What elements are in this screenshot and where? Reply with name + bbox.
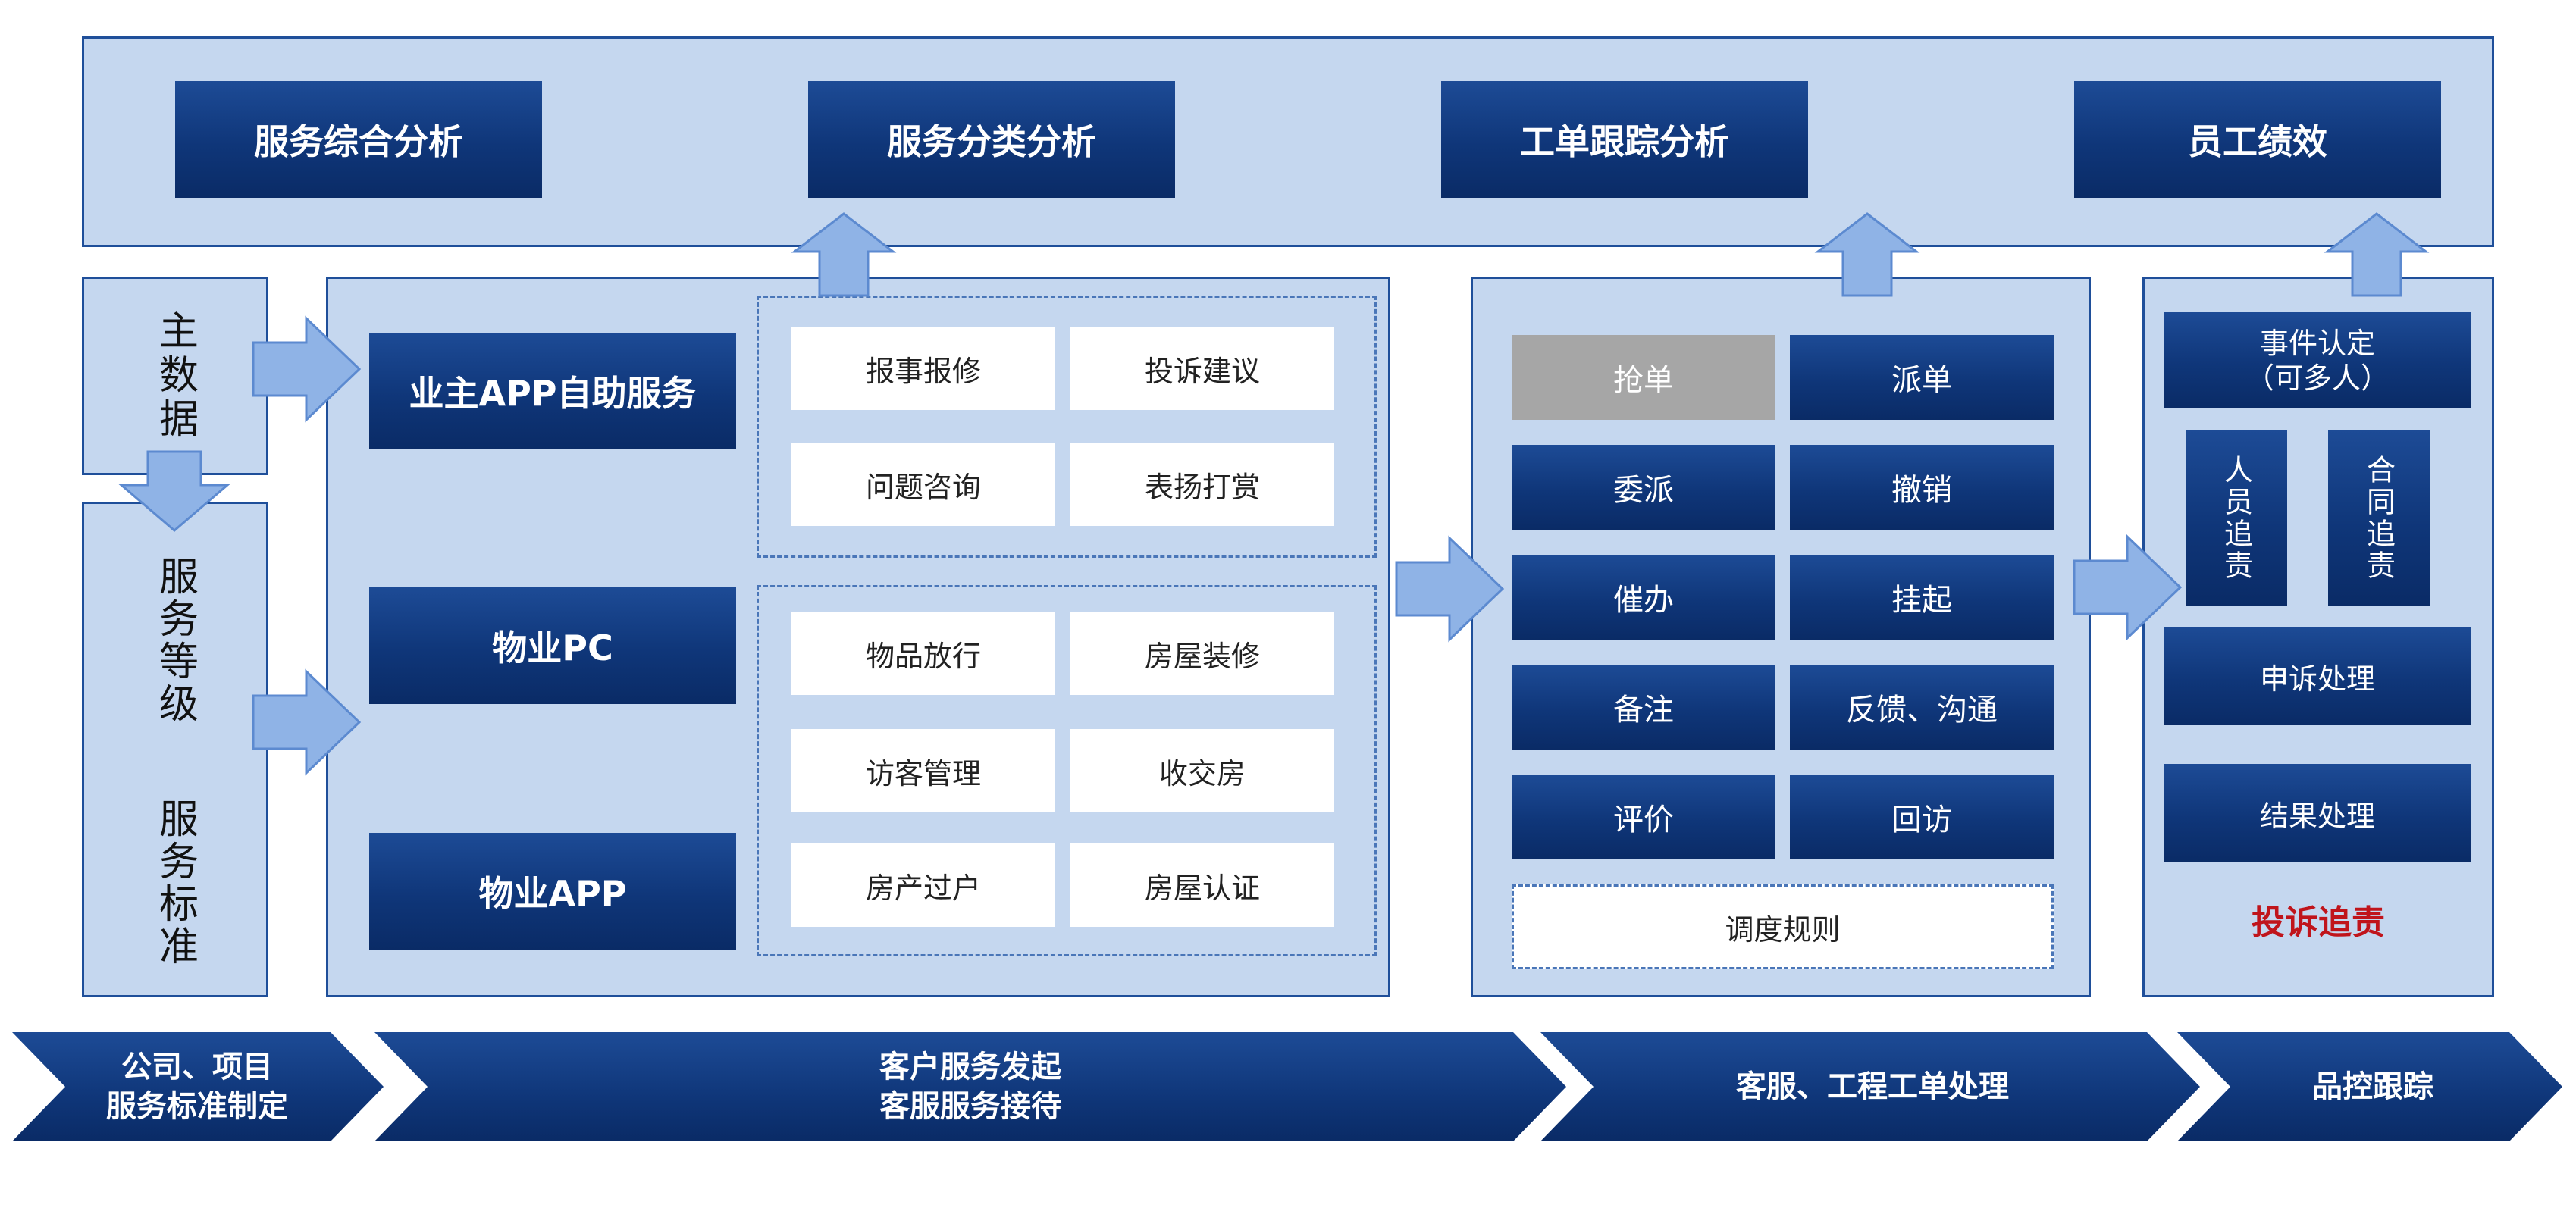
master-data-box: 主数据 xyxy=(82,277,268,475)
dispatch-delegate[interactable]: 委派 xyxy=(1512,445,1775,530)
stage-3-label: 客服、工程工单处理 xyxy=(1736,1069,2009,1104)
service-complaint[interactable]: 投诉建议 xyxy=(1070,327,1334,410)
service-praise[interactable]: 表扬打赏 xyxy=(1070,443,1334,526)
service-certification[interactable]: 房屋认证 xyxy=(1070,843,1334,927)
channel-property-pc[interactable]: 物业PC xyxy=(369,587,736,704)
analysis-workorder[interactable]: 工单跟踪分析 xyxy=(1441,81,1808,198)
channels-panel: 业主APP自助服务 物业PC 物业APP 报事报修 投诉建议 问题咨询 表扬打赏… xyxy=(326,277,1390,997)
dispatch-suspend[interactable]: 挂起 xyxy=(1790,555,2054,640)
stage-chevron-2 xyxy=(374,1032,1566,1141)
quality-contract-accountability[interactable]: 合同追责 xyxy=(2328,430,2430,606)
service-level-label: 服务等级 xyxy=(152,555,198,725)
analysis-panel: 服务综合分析 服务分类分析 工单跟踪分析 员工绩效 xyxy=(82,36,2494,247)
service-standard-label: 服务标准 xyxy=(152,798,198,968)
dispatch-note[interactable]: 备注 xyxy=(1512,665,1775,750)
channel-property-app[interactable]: 物业APP xyxy=(369,833,736,950)
arrow-up-icon xyxy=(791,212,897,297)
dispatch-panel: 抢单 派单 委派 撤销 催办 挂起 备注 反馈、沟通 评价 回访 调度规则 xyxy=(1471,277,2091,997)
dispatch-revoke[interactable]: 撤销 xyxy=(1790,445,2054,530)
arrow-right-icon xyxy=(2073,534,2183,641)
dispatch-assign[interactable]: 派单 xyxy=(1790,335,2054,420)
dispatch-feedback[interactable]: 反馈、沟通 xyxy=(1790,665,2054,750)
dispatch-evaluate[interactable]: 评价 xyxy=(1512,775,1775,859)
owner-services-group: 报事报修 投诉建议 问题咨询 表扬打赏 xyxy=(757,296,1377,558)
dispatch-grab-order[interactable]: 抢单 xyxy=(1512,335,1775,420)
analysis-staff-performance[interactable]: 员工绩效 xyxy=(2074,81,2441,198)
quality-panel: 事件认定 （可多人） 人员追责 合同追责 申诉处理 结果处理 投诉追责 xyxy=(2142,277,2494,997)
quality-title: 投诉追责 xyxy=(2252,903,2385,942)
service-consult[interactable]: 问题咨询 xyxy=(791,443,1055,526)
analysis-category[interactable]: 服务分类分析 xyxy=(808,81,1175,198)
stage-chevron-3 xyxy=(1540,1032,2200,1141)
arrow-right-icon xyxy=(252,668,362,776)
service-handover[interactable]: 收交房 xyxy=(1070,729,1334,812)
channel-owner-app[interactable]: 业主APP自助服务 xyxy=(369,333,736,449)
dispatch-rule[interactable]: 调度规则 xyxy=(1512,884,2054,969)
service-transfer[interactable]: 房产过户 xyxy=(791,843,1055,927)
quality-event-confirm[interactable]: 事件认定 （可多人） xyxy=(2164,312,2471,408)
stage-1-label: 公司、项目 服务标准制定 xyxy=(106,1050,288,1124)
arrow-right-icon xyxy=(252,315,362,423)
arrow-down-icon xyxy=(118,450,231,532)
quality-appeal[interactable]: 申诉处理 xyxy=(2164,627,2471,725)
dispatch-urge[interactable]: 催办 xyxy=(1512,555,1775,640)
quality-person-accountability[interactable]: 人员追责 xyxy=(2186,430,2287,606)
arrow-up-icon xyxy=(1814,212,1920,297)
service-renovation[interactable]: 房屋装修 xyxy=(1070,612,1334,695)
stage-chevron-1 xyxy=(12,1032,384,1141)
analysis-comprehensive[interactable]: 服务综合分析 xyxy=(175,81,542,198)
dispatch-revisit[interactable]: 回访 xyxy=(1790,775,2054,859)
service-visitor[interactable]: 访客管理 xyxy=(791,729,1055,812)
stage-2-label: 客户服务发起 客服服务接待 xyxy=(879,1050,1061,1124)
quality-result[interactable]: 结果处理 xyxy=(2164,764,2471,862)
arrow-right-icon xyxy=(1395,535,1505,643)
property-services-group: 物品放行 房屋装修 访客管理 收交房 房产过户 房屋认证 xyxy=(757,585,1377,956)
arrow-up-icon xyxy=(2324,212,2430,297)
service-level-standard-box: 服务等级 服务标准 xyxy=(82,502,268,997)
stage-chevron-bar xyxy=(12,1032,2562,1141)
stage-4-label: 品控跟踪 xyxy=(2312,1069,2433,1104)
service-goods-release[interactable]: 物品放行 xyxy=(791,612,1055,695)
service-report-repair[interactable]: 报事报修 xyxy=(791,327,1055,410)
stage-chevron-4 xyxy=(2177,1032,2562,1141)
master-data-label: 主数据 xyxy=(152,310,198,442)
